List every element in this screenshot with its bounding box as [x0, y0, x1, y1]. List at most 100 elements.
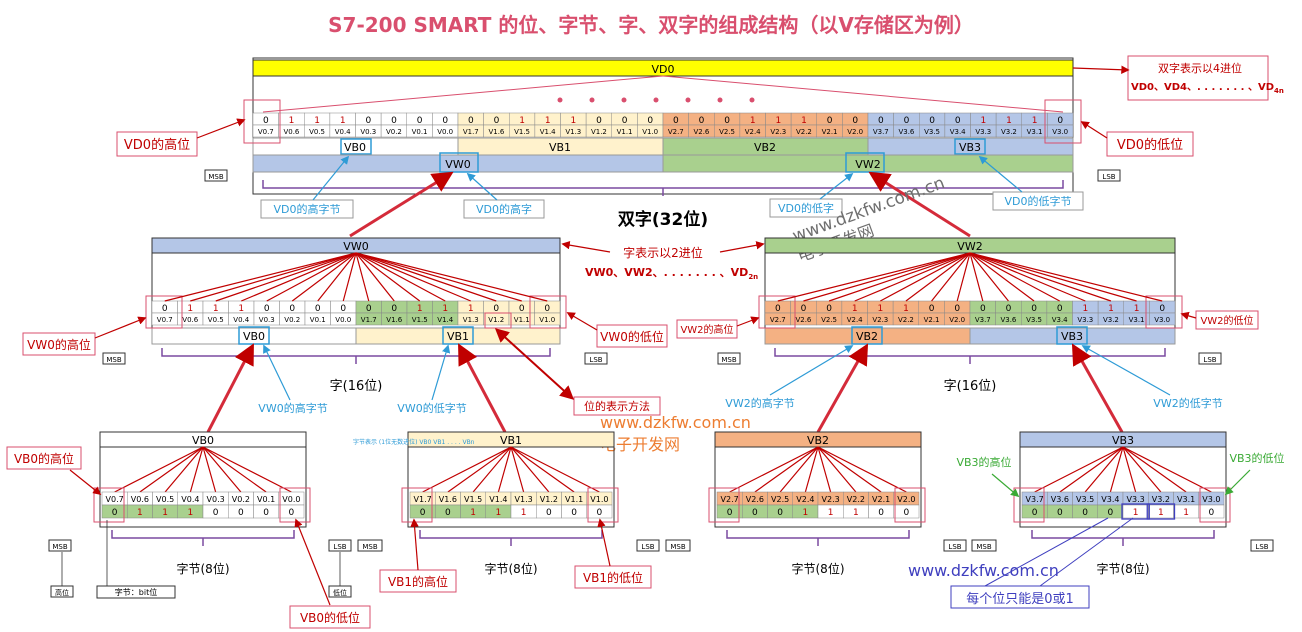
byte-header-label: VB2	[807, 434, 829, 447]
word-fan-line	[880, 252, 971, 302]
top-bit-name: V0.7	[258, 128, 274, 136]
word-fan-line	[355, 252, 471, 302]
svg-text:MSB: MSB	[52, 543, 67, 551]
watermark-cn-2: 电子开发网	[600, 435, 680, 454]
top-bit-value: 0	[596, 116, 602, 126]
byte-note: 字节表示 (1位无数进位) VB0 VB1 . . . . VBn	[353, 438, 475, 446]
dword-caption: 双字(32位)	[618, 209, 708, 230]
top-bit-value: 0	[673, 116, 679, 126]
b1-msb-tag: MSB	[357, 539, 383, 552]
word-fan-line	[969, 252, 1035, 302]
word-fan-line	[905, 252, 971, 302]
word-bit-value: 0	[1057, 304, 1063, 314]
byte-bit-value: 0	[777, 508, 783, 518]
word-bit-value: 1	[417, 304, 423, 314]
byte-bit-name: V2.5	[771, 495, 789, 504]
word-bit-name: V2.5	[821, 316, 837, 324]
word-bit-name: V0.7	[157, 316, 173, 324]
word-bit-value: 0	[929, 304, 935, 314]
byte-bit-name: V3.2	[1152, 495, 1170, 504]
word-bit-name: V0.3	[259, 316, 275, 324]
byte-bit-name: V1.0	[590, 495, 608, 504]
byte-fan-line	[202, 446, 292, 493]
byte-bit-value: 1	[521, 508, 527, 518]
byte-fan-line	[510, 446, 525, 493]
word-fan-line	[355, 252, 395, 302]
top-bit-name: V2.4	[745, 128, 761, 136]
byte-bit-value: 0	[597, 508, 603, 518]
byte-bit-name: V1.5	[464, 495, 482, 504]
byte-header-label: VB3	[1112, 434, 1134, 447]
b1-lsb-tag: LSB	[636, 539, 660, 552]
top-bit-name: V3.7	[873, 128, 889, 136]
word-vw2-block: VW2 0V2.70V2.60V2.51V2.41V2.31V2.20V2.10…	[758, 237, 1183, 364]
top-bit-name: V1.4	[540, 128, 556, 136]
top-bit-name: V1.0	[642, 128, 658, 136]
word-fan-line	[956, 252, 971, 302]
top-bit-name: V2.1	[822, 128, 838, 136]
word-bit-name: V3.7	[975, 316, 991, 324]
word-fan-line	[291, 252, 357, 302]
byte-fan-line	[779, 446, 819, 493]
b0-di-tag: 低位	[328, 585, 352, 598]
byte-bit-name: V3.4	[1101, 495, 1119, 504]
top-bit-name: V0.0	[437, 128, 453, 136]
vb3-high-label: VB3的高位	[956, 455, 1011, 469]
word-bit-name: V2.6	[795, 316, 811, 324]
top-bit-value: 0	[263, 116, 269, 126]
word-fan-line	[969, 252, 1009, 302]
word-bit-name: V0.6	[182, 316, 198, 324]
b3-lsb-tag: LSB	[1250, 539, 1274, 552]
svg-text:LSB: LSB	[948, 543, 961, 551]
each-bit-note: 每个位只能是0或1	[966, 591, 1074, 607]
top-msb-tag: MSB	[204, 169, 228, 182]
byte-bit-name: V3.6	[1051, 495, 1069, 504]
word-note-1: 字表示以2进位	[623, 245, 703, 260]
b2-msb-tag: MSB	[665, 539, 691, 552]
byte-bit-value: 0	[1057, 508, 1063, 518]
word-fan-line	[355, 252, 370, 302]
vb1-high-label: VB1的高位	[388, 574, 448, 589]
word-fan-line	[342, 252, 357, 302]
byte-fan-line	[817, 446, 907, 493]
svg-text:LSB: LSB	[1255, 543, 1268, 551]
byte-bit-cell	[278, 504, 305, 519]
byte-fan-line	[817, 446, 882, 493]
byte-bit-value: 1	[1183, 508, 1189, 518]
top-bit-value: 0	[647, 116, 653, 126]
word-bit-name: V1.3	[463, 316, 479, 324]
top-bit-name: V1.1	[617, 128, 633, 136]
byte-bit-value: 1	[496, 508, 502, 518]
b0-gao-tag: 高位	[50, 585, 74, 598]
top-bit-name: V1.7	[463, 128, 479, 136]
word-bit-value: 0	[1006, 304, 1012, 314]
word-bit-value: 1	[1134, 304, 1140, 314]
byte-bit-value: 1	[188, 508, 194, 518]
top-bit-name: V2.0	[847, 128, 863, 136]
svg-text:LSB: LSB	[1203, 356, 1216, 364]
byte-fan-line	[1109, 446, 1124, 493]
byte-fan-line	[817, 446, 857, 493]
vw0-lsb-tag: LSB	[584, 352, 608, 365]
word-bit-name: V3.5	[1026, 316, 1042, 324]
word-bit-name: V2.1	[924, 316, 940, 324]
top-bit-name: V0.3	[360, 128, 376, 136]
word-bit-value: 0	[366, 304, 372, 314]
svg-text:MSB: MSB	[208, 173, 223, 181]
byte-fan-line	[817, 446, 832, 493]
byte-bit-value: 0	[112, 508, 118, 518]
byte-bit-name: V1.4	[489, 495, 507, 504]
byte-bit-name: V2.0	[897, 495, 915, 504]
byte-bit-name: V0.5	[156, 495, 174, 504]
byte-bit-value: 0	[878, 508, 884, 518]
byte-fan-line	[114, 446, 204, 493]
vw0-vb0-label: VB0	[243, 330, 265, 343]
bit-tag: 字节：bit位	[96, 585, 176, 599]
word-bit-value: 0	[775, 304, 781, 314]
vw0-high-byte-label: VW0的高字节	[258, 401, 327, 415]
svg-text:MSB: MSB	[106, 356, 121, 364]
word-bit-value: 0	[519, 304, 525, 314]
vd0-low-byte-label: VD0的低字节	[1005, 194, 1072, 208]
word-fan-line	[355, 252, 446, 302]
top-bit-name: V3.6	[898, 128, 914, 136]
